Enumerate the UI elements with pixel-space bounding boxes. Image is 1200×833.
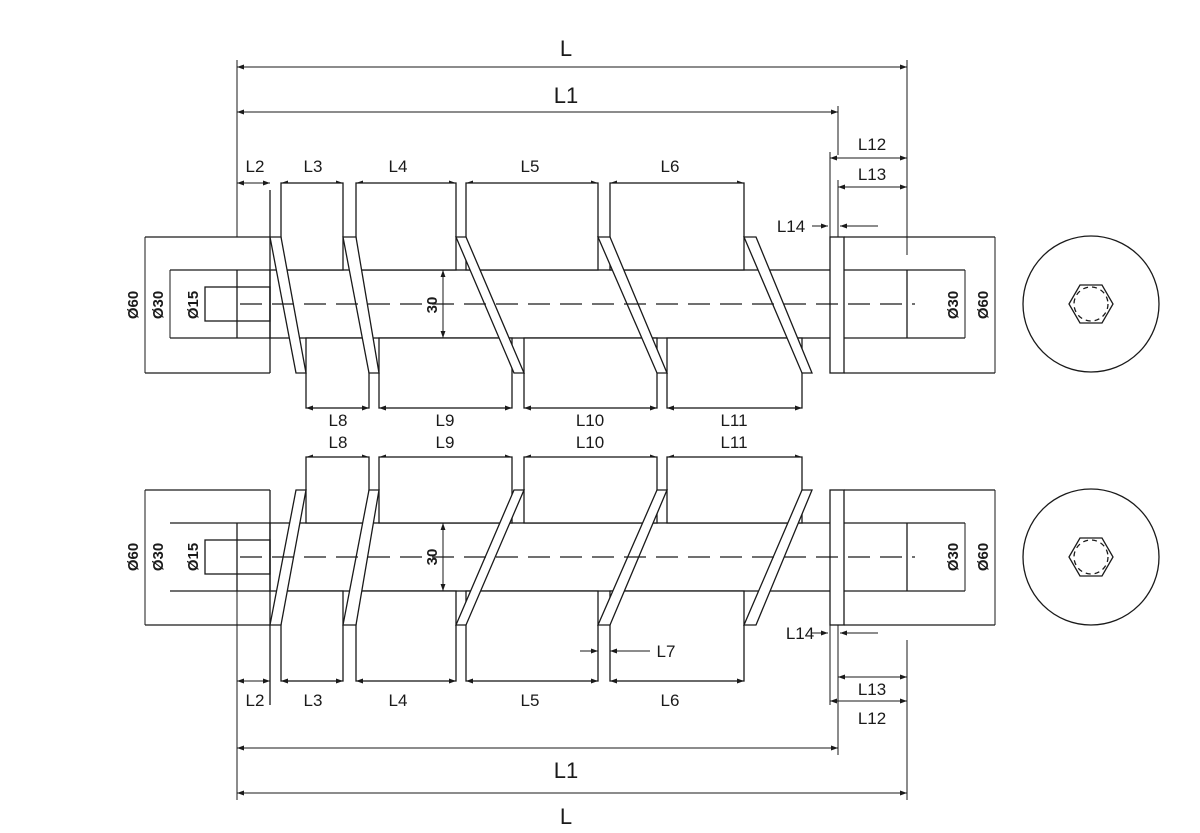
label-l9-bottom: L9 [436,433,455,452]
bottom-view: L8 L9 L10 L11 [125,433,1160,829]
label-l11-top: L11 [720,411,747,430]
label-end-outer-dia-bottom: Ø60 [975,543,992,571]
label-l14-top: L14 [777,217,805,236]
label-bore-dia-top: Ø15 [185,291,202,319]
label-l6-bottom: L6 [661,691,680,710]
label-l3-top: L3 [304,157,323,176]
label-outer-dia-top: Ø60 [125,291,142,319]
label-end-shaft-dia-top: Ø30 [945,291,962,319]
label-l4-bottom: L4 [389,691,408,710]
label-shaft-dia-bottom: Ø30 [150,543,167,571]
label-l-top: L [560,36,572,61]
label-core-top: 30 [424,297,441,314]
end-view-bottom [1022,488,1160,626]
label-l9-top: L9 [436,411,455,430]
label-l4-top: L4 [389,157,408,176]
label-l1-bottom: L1 [554,758,578,783]
label-l11-bottom: L11 [720,433,747,452]
label-l10-bottom: L10 [576,433,604,452]
label-l-bottom: L [560,804,572,829]
label-l1-top: L1 [554,83,578,108]
label-l12-bottom: L12 [858,709,886,728]
label-l5-top: L5 [521,157,540,176]
label-l7-bottom: L7 [657,642,676,661]
label-outer-dia-bottom: Ø60 [125,543,142,571]
label-l2-top: L2 [246,157,265,176]
label-end-outer-dia-top: Ø60 [975,291,992,319]
label-l3-bottom: L3 [304,691,323,710]
label-l10-top: L10 [576,411,604,430]
label-l14-bottom: L14 [786,624,814,643]
label-core-bottom: 30 [424,549,441,566]
label-shaft-dia-top: Ø30 [150,291,167,319]
label-l5-bottom: L5 [521,691,540,710]
label-bore-dia-bottom: Ø15 [185,543,202,571]
label-l6-top: L6 [661,157,680,176]
label-l8-top: L8 [329,411,348,430]
end-view-top [1022,235,1160,373]
label-l13-top: L13 [858,165,886,184]
label-l13-bottom: L13 [858,680,886,699]
label-end-shaft-dia-bottom: Ø30 [945,543,962,571]
label-l12-top: L12 [858,135,886,154]
label-l8-bottom: L8 [329,433,348,452]
label-l2-bottom: L2 [246,691,265,710]
top-view: L L1 L12 L13 L14 L2 L3 L4 L5 L6 L7 [125,36,1160,430]
